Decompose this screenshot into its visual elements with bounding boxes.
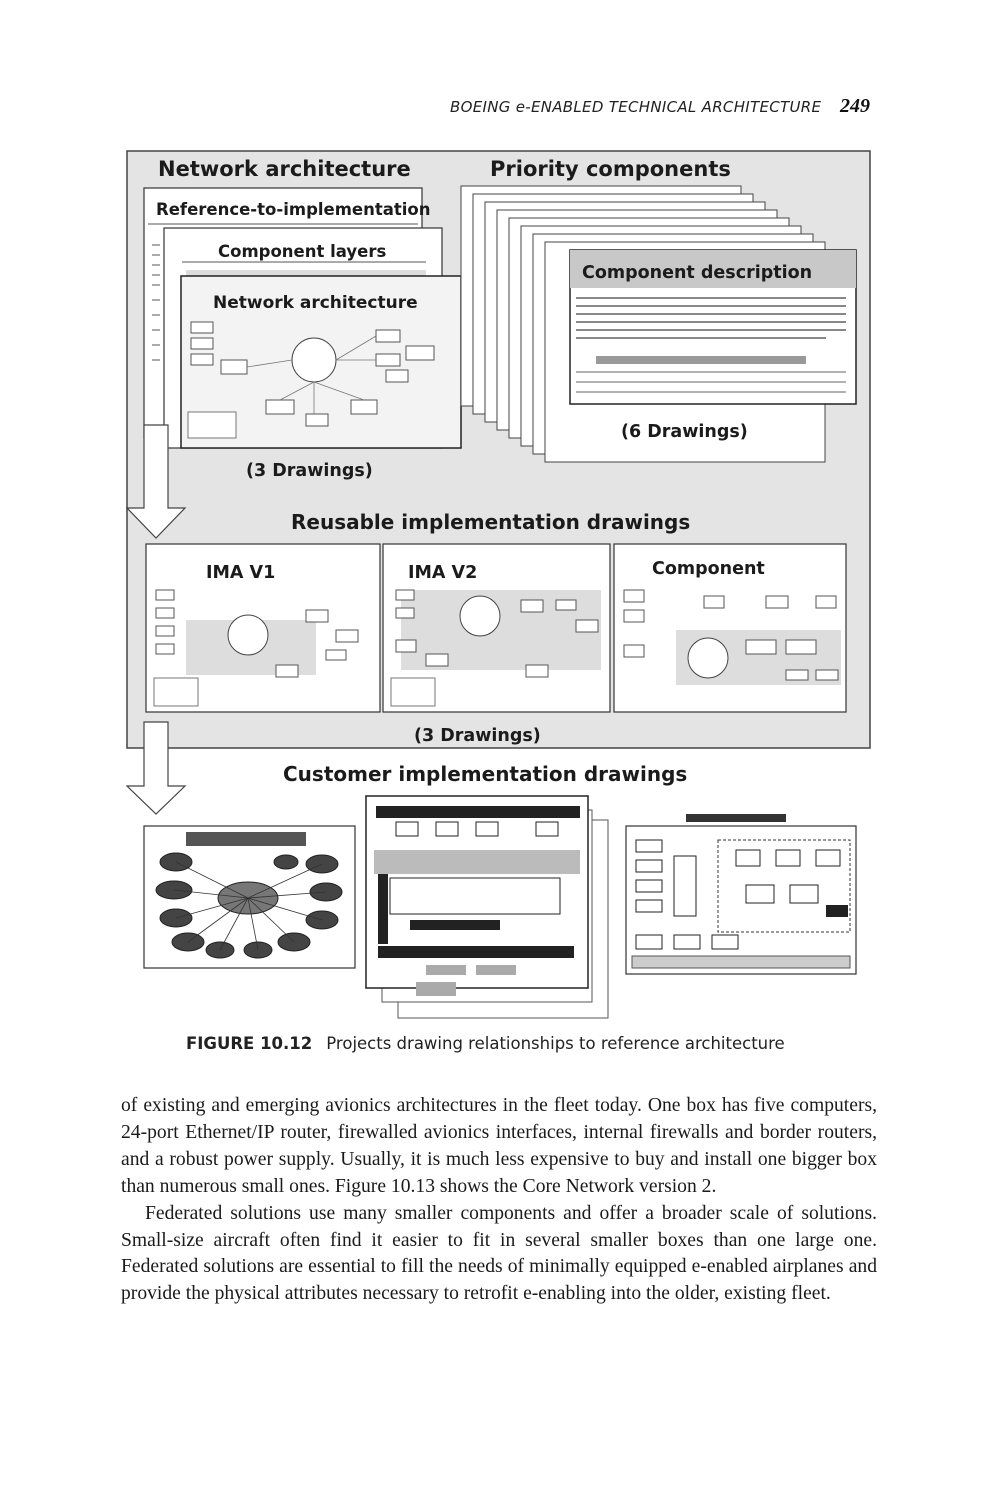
ima-v1-drawing: IMA V1 (145, 543, 381, 713)
body-text: of existing and emerging avionics archit… (121, 1093, 877, 1308)
ima-v2-label: IMA V2 (408, 563, 477, 583)
three-drawings-bottom: (3 Drawings) (414, 726, 541, 746)
network-architecture-inner-label: Network architecture (213, 293, 418, 313)
figure-caption-label: FIGURE 10.12 (186, 1034, 313, 1053)
running-head: BOEING e-ENABLED TECHNICAL ARCHITECTURE (450, 98, 822, 116)
component-description-sheet: Component description (569, 249, 857, 405)
customer-drawing-bubbles (143, 825, 356, 969)
ima-v1-label: IMA V1 (206, 563, 275, 583)
priority-components-title: Priority components (490, 157, 731, 181)
component-description-label: Component description (582, 263, 812, 283)
figure: Network architecture Reference-to-implem… (125, 150, 872, 1022)
down-arrow-bottom (125, 721, 187, 815)
network-architecture-sheet: Network architecture (180, 275, 462, 449)
ima-v2-drawing: IMA V2 (382, 543, 611, 713)
reusable-implementation-title: Reusable implementation drawings (291, 510, 690, 534)
figure-diagram: Network architecture Reference-to-implem… (125, 150, 871, 1019)
down-arrow-top (125, 424, 187, 539)
three-drawings-top: (3 Drawings) (246, 461, 373, 481)
customer-drawing-schematic (625, 814, 857, 975)
figure-caption: FIGURE 10.12 Projects drawing relationshi… (186, 1034, 785, 1053)
component-label: Component (652, 559, 765, 579)
six-drawings: (6 Drawings) (621, 422, 748, 442)
page-number: 249 (840, 95, 870, 117)
paragraph-2: Federated solutions use many smaller com… (121, 1202, 877, 1305)
reference-to-implementation-label: Reference-to-implementation (156, 200, 431, 219)
customer-implementation-title: Customer implementation drawings (283, 762, 687, 786)
component-layers-label: Component layers (218, 242, 386, 261)
customer-drawing-stack (365, 795, 609, 1019)
component-drawing: Component (613, 543, 847, 713)
paragraph-1: of existing and emerging avionics archit… (121, 1095, 877, 1197)
figure-caption-text: Projects drawing relationships to refere… (326, 1034, 785, 1053)
network-architecture-title: Network architecture (158, 157, 411, 181)
